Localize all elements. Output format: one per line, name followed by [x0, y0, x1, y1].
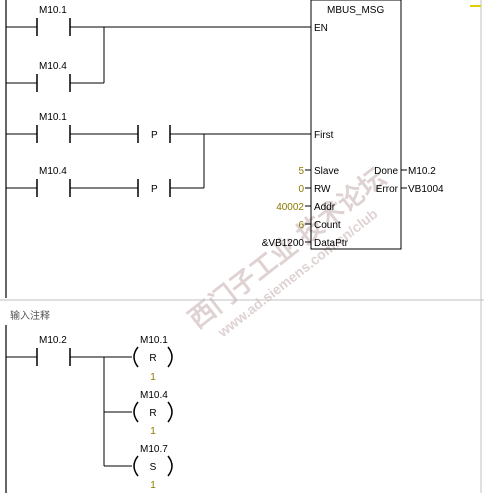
pin-addr: Addr	[314, 202, 336, 213]
pin-dataptr: DataPtr	[314, 238, 349, 249]
pin-rw: RW	[314, 184, 331, 195]
pin-en: EN	[314, 23, 328, 34]
rung-first	[6, 125, 311, 197]
rung-network2	[6, 346, 173, 477]
slave-value[interactable]: 5	[298, 166, 304, 177]
dataptr-value[interactable]: &VB1200	[262, 238, 305, 249]
contact-3-address[interactable]: M10.1	[39, 112, 67, 123]
coil-1-count[interactable]: 1	[150, 372, 156, 383]
contact-4-address[interactable]: M10.4	[39, 166, 67, 177]
count-value[interactable]: 6	[298, 220, 304, 231]
coil-1-address[interactable]: M10.1	[140, 335, 168, 346]
rw-value[interactable]: 0	[298, 184, 304, 195]
positive-edge-p-label-1: P	[151, 130, 158, 141]
block-title: MBUS_MSG	[327, 5, 384, 16]
rung-en	[6, 18, 311, 92]
done-output[interactable]: M10.2	[408, 166, 436, 177]
coil-2-count[interactable]: 1	[150, 426, 156, 437]
pin-slave: Slave	[314, 166, 339, 177]
error-output[interactable]: VB1004	[408, 184, 444, 195]
coil-1-op: R	[149, 353, 156, 364]
contact-2-address[interactable]: M10.4	[39, 61, 67, 72]
contact-1-address[interactable]: M10.1	[39, 5, 67, 16]
pin-first: First	[314, 130, 334, 141]
coil-3-count[interactable]: 1	[150, 480, 156, 491]
pin-count: Count	[314, 220, 341, 231]
coil-3-op: S	[150, 462, 157, 473]
addr-value[interactable]: 40002	[276, 202, 304, 213]
watermark-logo: 西门子工业 技术论坛 www.ad.siemens.com.cn/club	[183, 162, 392, 341]
pin-error: Error	[376, 184, 399, 195]
mbus-msg-block[interactable]	[310, 0, 402, 250]
pin-done: Done	[374, 166, 398, 177]
coil-3-address[interactable]: M10.7	[140, 444, 168, 455]
network2-contact-address[interactable]: M10.2	[39, 335, 67, 346]
coil-2-address[interactable]: M10.4	[140, 390, 168, 401]
coil-2-op: R	[149, 408, 156, 419]
network-comment[interactable]: 输入注释	[10, 309, 50, 322]
positive-edge-p-label-2: P	[151, 184, 158, 195]
block-pin-stubs	[305, 169, 407, 243]
